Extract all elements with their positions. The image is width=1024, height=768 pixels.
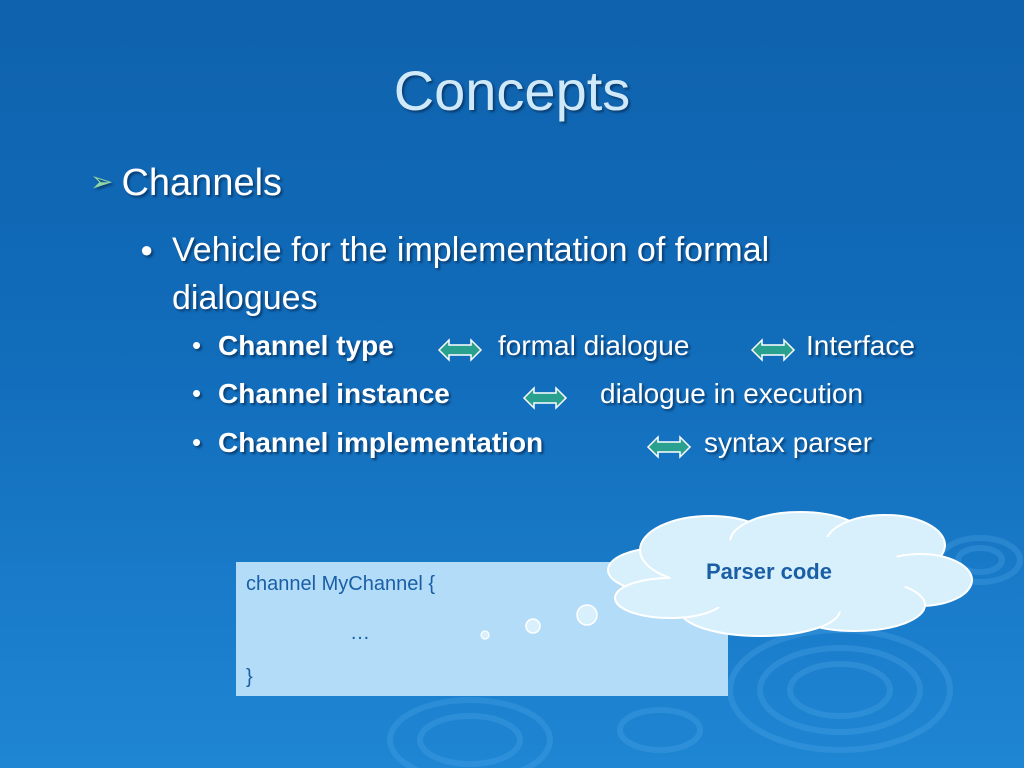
bullet-vehicle-text: Vehicle for the implementation of formal… xyxy=(172,231,770,317)
code-line: channel MyChannel { xyxy=(246,573,436,595)
cloud-label: Parser code xyxy=(706,559,832,584)
item-marker: • xyxy=(192,330,202,360)
bullet-vehicle: ● Vehicle for the implementation of form… xyxy=(138,226,918,322)
slide-title: Concepts xyxy=(393,59,631,122)
double-arrow-icon xyxy=(522,386,568,410)
item-end: dialogue in execution xyxy=(600,378,864,409)
item-channel-implementation: • Channel implementation syntax parser xyxy=(192,427,952,467)
item-term: Channel type xyxy=(218,330,394,361)
double-arrow-icon xyxy=(437,338,483,362)
thought-cloud xyxy=(607,511,973,637)
item-marker: • xyxy=(192,378,202,408)
bullet-channels: ➢Channels xyxy=(90,162,282,205)
double-arrow-icon xyxy=(750,338,796,362)
item-end: syntax parser xyxy=(704,427,873,458)
item-channel-type: • Channel type formal dialogue Interface xyxy=(192,330,952,370)
item-term: Channel implementation xyxy=(218,427,544,458)
code-line: … xyxy=(350,622,370,644)
arrow-bullet-icon: ➢ xyxy=(90,166,114,197)
bullet-channels-text: Channels xyxy=(121,162,283,204)
item-end: Interface xyxy=(806,330,915,361)
round-bullet-icon: ● xyxy=(140,237,154,262)
item-term: Channel instance xyxy=(218,378,450,409)
double-arrow-icon xyxy=(646,435,692,459)
item-marker: • xyxy=(192,427,202,457)
code-line: } xyxy=(246,666,253,688)
item-channel-instance: • Channel instance dialogue in execution xyxy=(192,378,952,418)
thought-bubble-dots xyxy=(480,604,598,640)
item-mid: formal dialogue xyxy=(498,330,690,361)
